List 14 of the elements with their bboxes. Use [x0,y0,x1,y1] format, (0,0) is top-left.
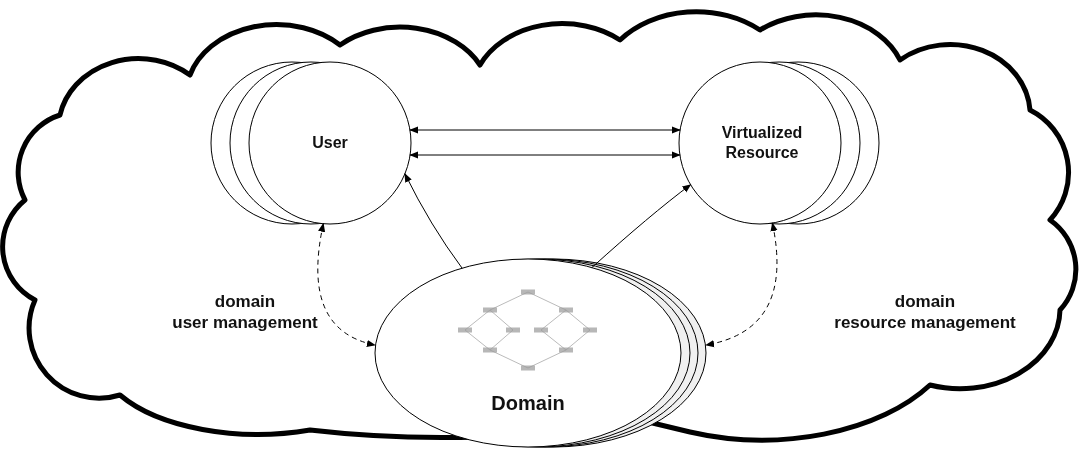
circle-stack [210,61,412,227]
arrow [404,173,463,269]
area-label: domain resource management [834,290,1016,334]
arrow [409,151,681,159]
node-label: Domain [490,390,566,416]
node-label: Virtualized Resource [720,123,804,163]
domain-ellipse-stack [373,255,709,450]
node-label: User [311,133,349,153]
arrow [317,222,376,347]
arrow [409,126,681,134]
circle-stack [678,61,880,227]
arrow [705,222,778,347]
arrow [591,184,692,269]
area-label: domain user management [172,290,318,334]
